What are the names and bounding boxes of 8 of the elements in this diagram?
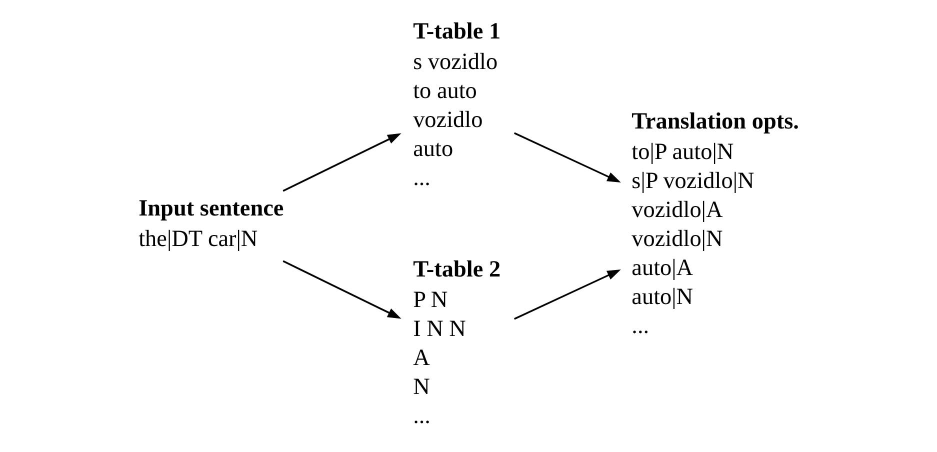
node-text: Translation opts. to|P auto|N s|P vozidlo|N vozidlo|A vozidlo|N auto|A auto|N ... [631,108,798,340]
arrow [513,132,620,183]
arrow [282,133,401,192]
arrow [513,269,620,320]
node-text: T-table 2 P N I N N A N ... [412,256,500,430]
arrow [282,260,401,319]
node-text: T-table 1 s vozidlo to auto vozidlo auto ... [412,18,500,192]
node-text: Input sentence the|DT car|N [138,196,284,252]
